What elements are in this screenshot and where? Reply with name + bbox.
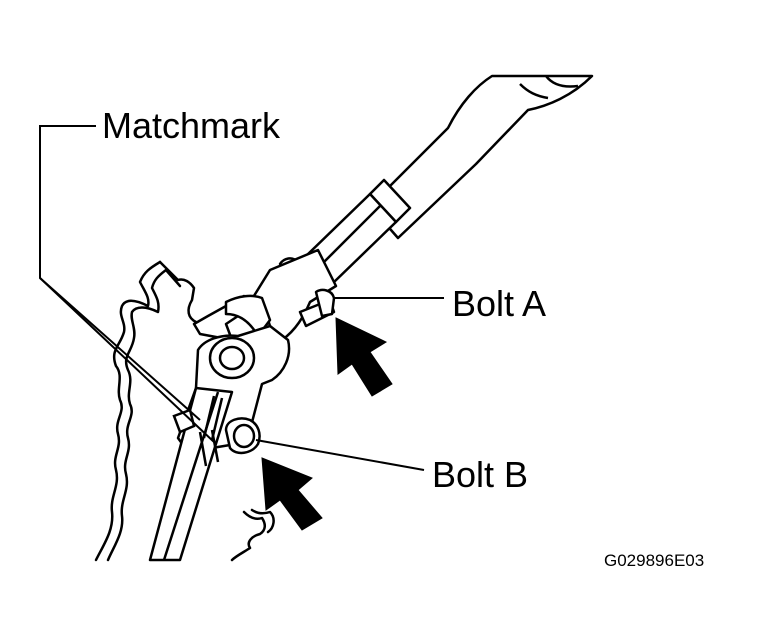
arrows xyxy=(261,317,393,531)
matchmark-leader-branch xyxy=(39,277,215,443)
figure-code: G029896E03 xyxy=(604,551,705,570)
bolt-b-label: Bolt B xyxy=(432,454,529,495)
upper-steering-shaft xyxy=(278,74,594,286)
bolt-a-arrow-icon xyxy=(335,317,393,397)
matchmark-ticks xyxy=(198,429,220,467)
bolt-b-arrow-icon xyxy=(261,457,323,531)
matchmark-label: Matchmark xyxy=(102,105,281,146)
bolt-a-label: Bolt A xyxy=(452,283,547,324)
matchmark-leader xyxy=(39,125,201,421)
lower-panel-bracket xyxy=(230,508,275,562)
leader-lines xyxy=(39,125,444,471)
mounting-panel xyxy=(94,260,198,562)
bolt-b-leader xyxy=(255,439,425,471)
universal-joint-upper-yoke xyxy=(192,248,338,342)
bolt-b-shape xyxy=(172,408,261,455)
